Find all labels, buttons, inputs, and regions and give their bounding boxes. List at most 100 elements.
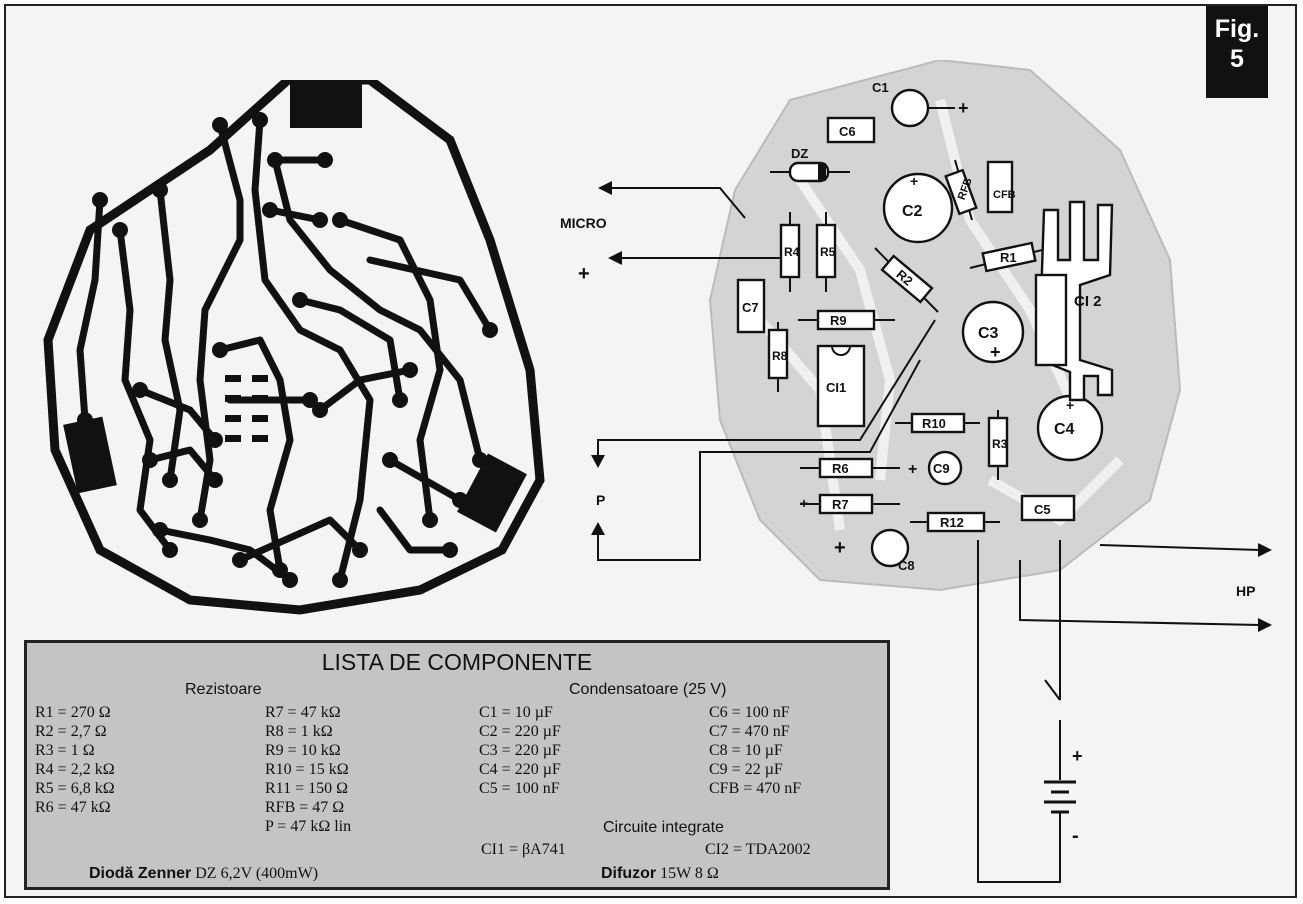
svg-text:R6: R6 bbox=[832, 461, 849, 476]
svg-text:C2: C2 bbox=[902, 203, 923, 220]
svg-text:R5: R5 bbox=[820, 245, 836, 259]
resistor-entry: R7 = 47 kΩ bbox=[265, 704, 341, 721]
parts-list-title: LISTA DE COMPONENTE bbox=[321, 649, 593, 675]
svg-text:CI1: CI1 bbox=[826, 380, 846, 395]
capacitors-header: Condensatoare (25 V) bbox=[569, 681, 727, 698]
battery-minus-label: - bbox=[1072, 825, 1079, 847]
svg-text:C5: C5 bbox=[1034, 502, 1051, 517]
svg-text:C3: C3 bbox=[978, 325, 999, 342]
capacitor-entry: C8 = 10 µF bbox=[709, 742, 783, 759]
svg-text:R8: R8 bbox=[772, 349, 788, 363]
pcb-solder-pads bbox=[77, 112, 498, 588]
svg-text:R10: R10 bbox=[922, 416, 946, 431]
resistor-entry: R6 = 47 kΩ bbox=[35, 799, 111, 816]
pcb-pad-top bbox=[290, 80, 362, 128]
capacitor-entry: C4 = 220 µF bbox=[479, 761, 561, 778]
resistor-r6: R6 bbox=[800, 457, 900, 479]
resistor-entry: R10 = 15 kΩ bbox=[265, 761, 349, 778]
potentiometer-entry: P = 47 kΩ lin bbox=[265, 818, 352, 835]
resistor-r8: R8 bbox=[767, 322, 789, 392]
capacitor-c2: C2 + bbox=[882, 172, 954, 244]
speaker-output: HP bbox=[1019, 543, 1272, 632]
resistor-entry: R5 = 6,8 kΩ bbox=[35, 780, 115, 797]
zener-diode-label: Diodă Zenner bbox=[89, 865, 192, 882]
resistor-entry: R8 = 1 kΩ bbox=[265, 723, 333, 740]
svg-text:CFB: CFB bbox=[993, 189, 1016, 201]
pcb-traces bbox=[76, 116, 494, 584]
svg-text:C4: C4 bbox=[1054, 421, 1075, 438]
ic-header: Circuite integrate bbox=[603, 819, 724, 836]
capacitor-c3: C3 + bbox=[961, 300, 1025, 364]
figure-label: Fig. bbox=[1214, 15, 1260, 43]
figure-number-badge: Fig. 5 bbox=[1206, 6, 1268, 98]
resistors-column-2: R7 = 47 kΩ R8 = 1 kΩ R9 = 10 kΩ R10 = 15… bbox=[265, 703, 351, 836]
pcb-pad-right bbox=[457, 453, 527, 533]
resistor-r1: R1 bbox=[969, 241, 1051, 273]
resistor-r7: R7 + bbox=[800, 493, 900, 515]
resistor-entry: R9 = 10 kΩ bbox=[265, 742, 341, 759]
capacitor-entry: C5 = 100 nF bbox=[479, 780, 560, 797]
capacitor-c1: C1 + bbox=[872, 80, 969, 128]
svg-text:+: + bbox=[834, 537, 846, 559]
speaker-value: 15W 8 Ω bbox=[660, 865, 719, 882]
resistors-header: Rezistoare bbox=[185, 681, 262, 698]
pcb-pad-left bbox=[63, 416, 117, 494]
resistor-r9: R9 bbox=[798, 309, 895, 331]
svg-text:CI 2: CI 2 bbox=[1074, 293, 1102, 310]
parts-list-panel: LISTA DE COMPONENTE Rezistoare R1 = 270 … bbox=[24, 640, 890, 890]
svg-text:+: + bbox=[910, 173, 918, 189]
resistor-r3: R3 bbox=[987, 410, 1009, 480]
resistor-entry: R11 = 150 Ω bbox=[265, 780, 348, 797]
potentiometer-label: P bbox=[596, 492, 605, 508]
ic-ci1: CI1 bbox=[816, 344, 866, 428]
pcb-outline bbox=[43, 80, 545, 615]
resistor-r5: R5 bbox=[815, 212, 837, 292]
capacitor-entry: CFB = 470 nF bbox=[709, 780, 802, 797]
pcb-ic-pads bbox=[225, 375, 268, 442]
capacitor-c9: C9 + bbox=[908, 450, 963, 486]
svg-text:R7: R7 bbox=[832, 497, 849, 512]
svg-text:R1: R1 bbox=[1000, 250, 1017, 265]
diode-dz: DZ bbox=[770, 146, 850, 183]
resistor-entry: R3 = 1 Ω bbox=[35, 742, 95, 759]
resistor-entry: RFB = 47 Ω bbox=[265, 799, 345, 816]
pcb-trace-layout bbox=[43, 80, 545, 615]
zener-diode-entry: Diodă Zenner DZ 6,2V (400mW) bbox=[89, 865, 318, 883]
svg-text:R9: R9 bbox=[830, 313, 847, 328]
capacitor-c6: C6 bbox=[826, 116, 876, 144]
speaker-hp-label: HP bbox=[1236, 583, 1255, 599]
potentiometer-loop: P bbox=[591, 319, 936, 561]
micro-input: MICRO + bbox=[560, 181, 790, 285]
svg-text:R3: R3 bbox=[992, 437, 1008, 451]
zener-diode-value: DZ 6,2V (400mW) bbox=[195, 865, 319, 882]
svg-text:C6: C6 bbox=[839, 124, 856, 139]
capacitor-c5: C5 bbox=[1020, 494, 1076, 522]
svg-text:C1: C1 bbox=[872, 80, 889, 95]
capacitor-c4: C4 + bbox=[1036, 394, 1104, 462]
capacitor-cfb: CFB bbox=[986, 160, 1016, 214]
capacitor-entry: C1 = 10 µF bbox=[479, 704, 553, 721]
micro-plus-label: + bbox=[578, 263, 590, 285]
resistor-r12: R12 bbox=[910, 511, 1000, 533]
svg-text:+: + bbox=[800, 495, 808, 511]
svg-text:+: + bbox=[958, 98, 969, 118]
svg-text:C9: C9 bbox=[933, 461, 950, 476]
capacitor-c8: C8 + bbox=[834, 528, 915, 573]
capacitor-entry: C9 = 22 µF bbox=[709, 761, 783, 778]
capacitor-entry: C6 = 100 nF bbox=[709, 704, 790, 721]
ic2-entry: CI2 = TDA2002 bbox=[705, 841, 811, 858]
battery-plus-label: + bbox=[1072, 746, 1083, 766]
resistors-column-1: R1 = 270 Ω R2 = 2,7 Ω R3 = 1 Ω R4 = 2,2 … bbox=[35, 703, 115, 817]
resistor-entry: R1 = 270 Ω bbox=[35, 704, 111, 721]
component-layout: MICRO + P HP + - bbox=[560, 60, 1272, 883]
svg-text:+: + bbox=[990, 342, 1001, 362]
svg-text:+: + bbox=[1066, 397, 1074, 413]
resistor-rfb: RFB bbox=[944, 159, 978, 221]
micro-label: MICRO bbox=[560, 215, 607, 231]
ic1-entry: CI1 = βA741 bbox=[481, 841, 566, 858]
capacitor-entry: C2 = 220 µF bbox=[479, 723, 561, 740]
resistor-r10: R10 bbox=[895, 412, 980, 434]
svg-text:R4: R4 bbox=[784, 245, 800, 259]
svg-text:C7: C7 bbox=[742, 300, 759, 315]
